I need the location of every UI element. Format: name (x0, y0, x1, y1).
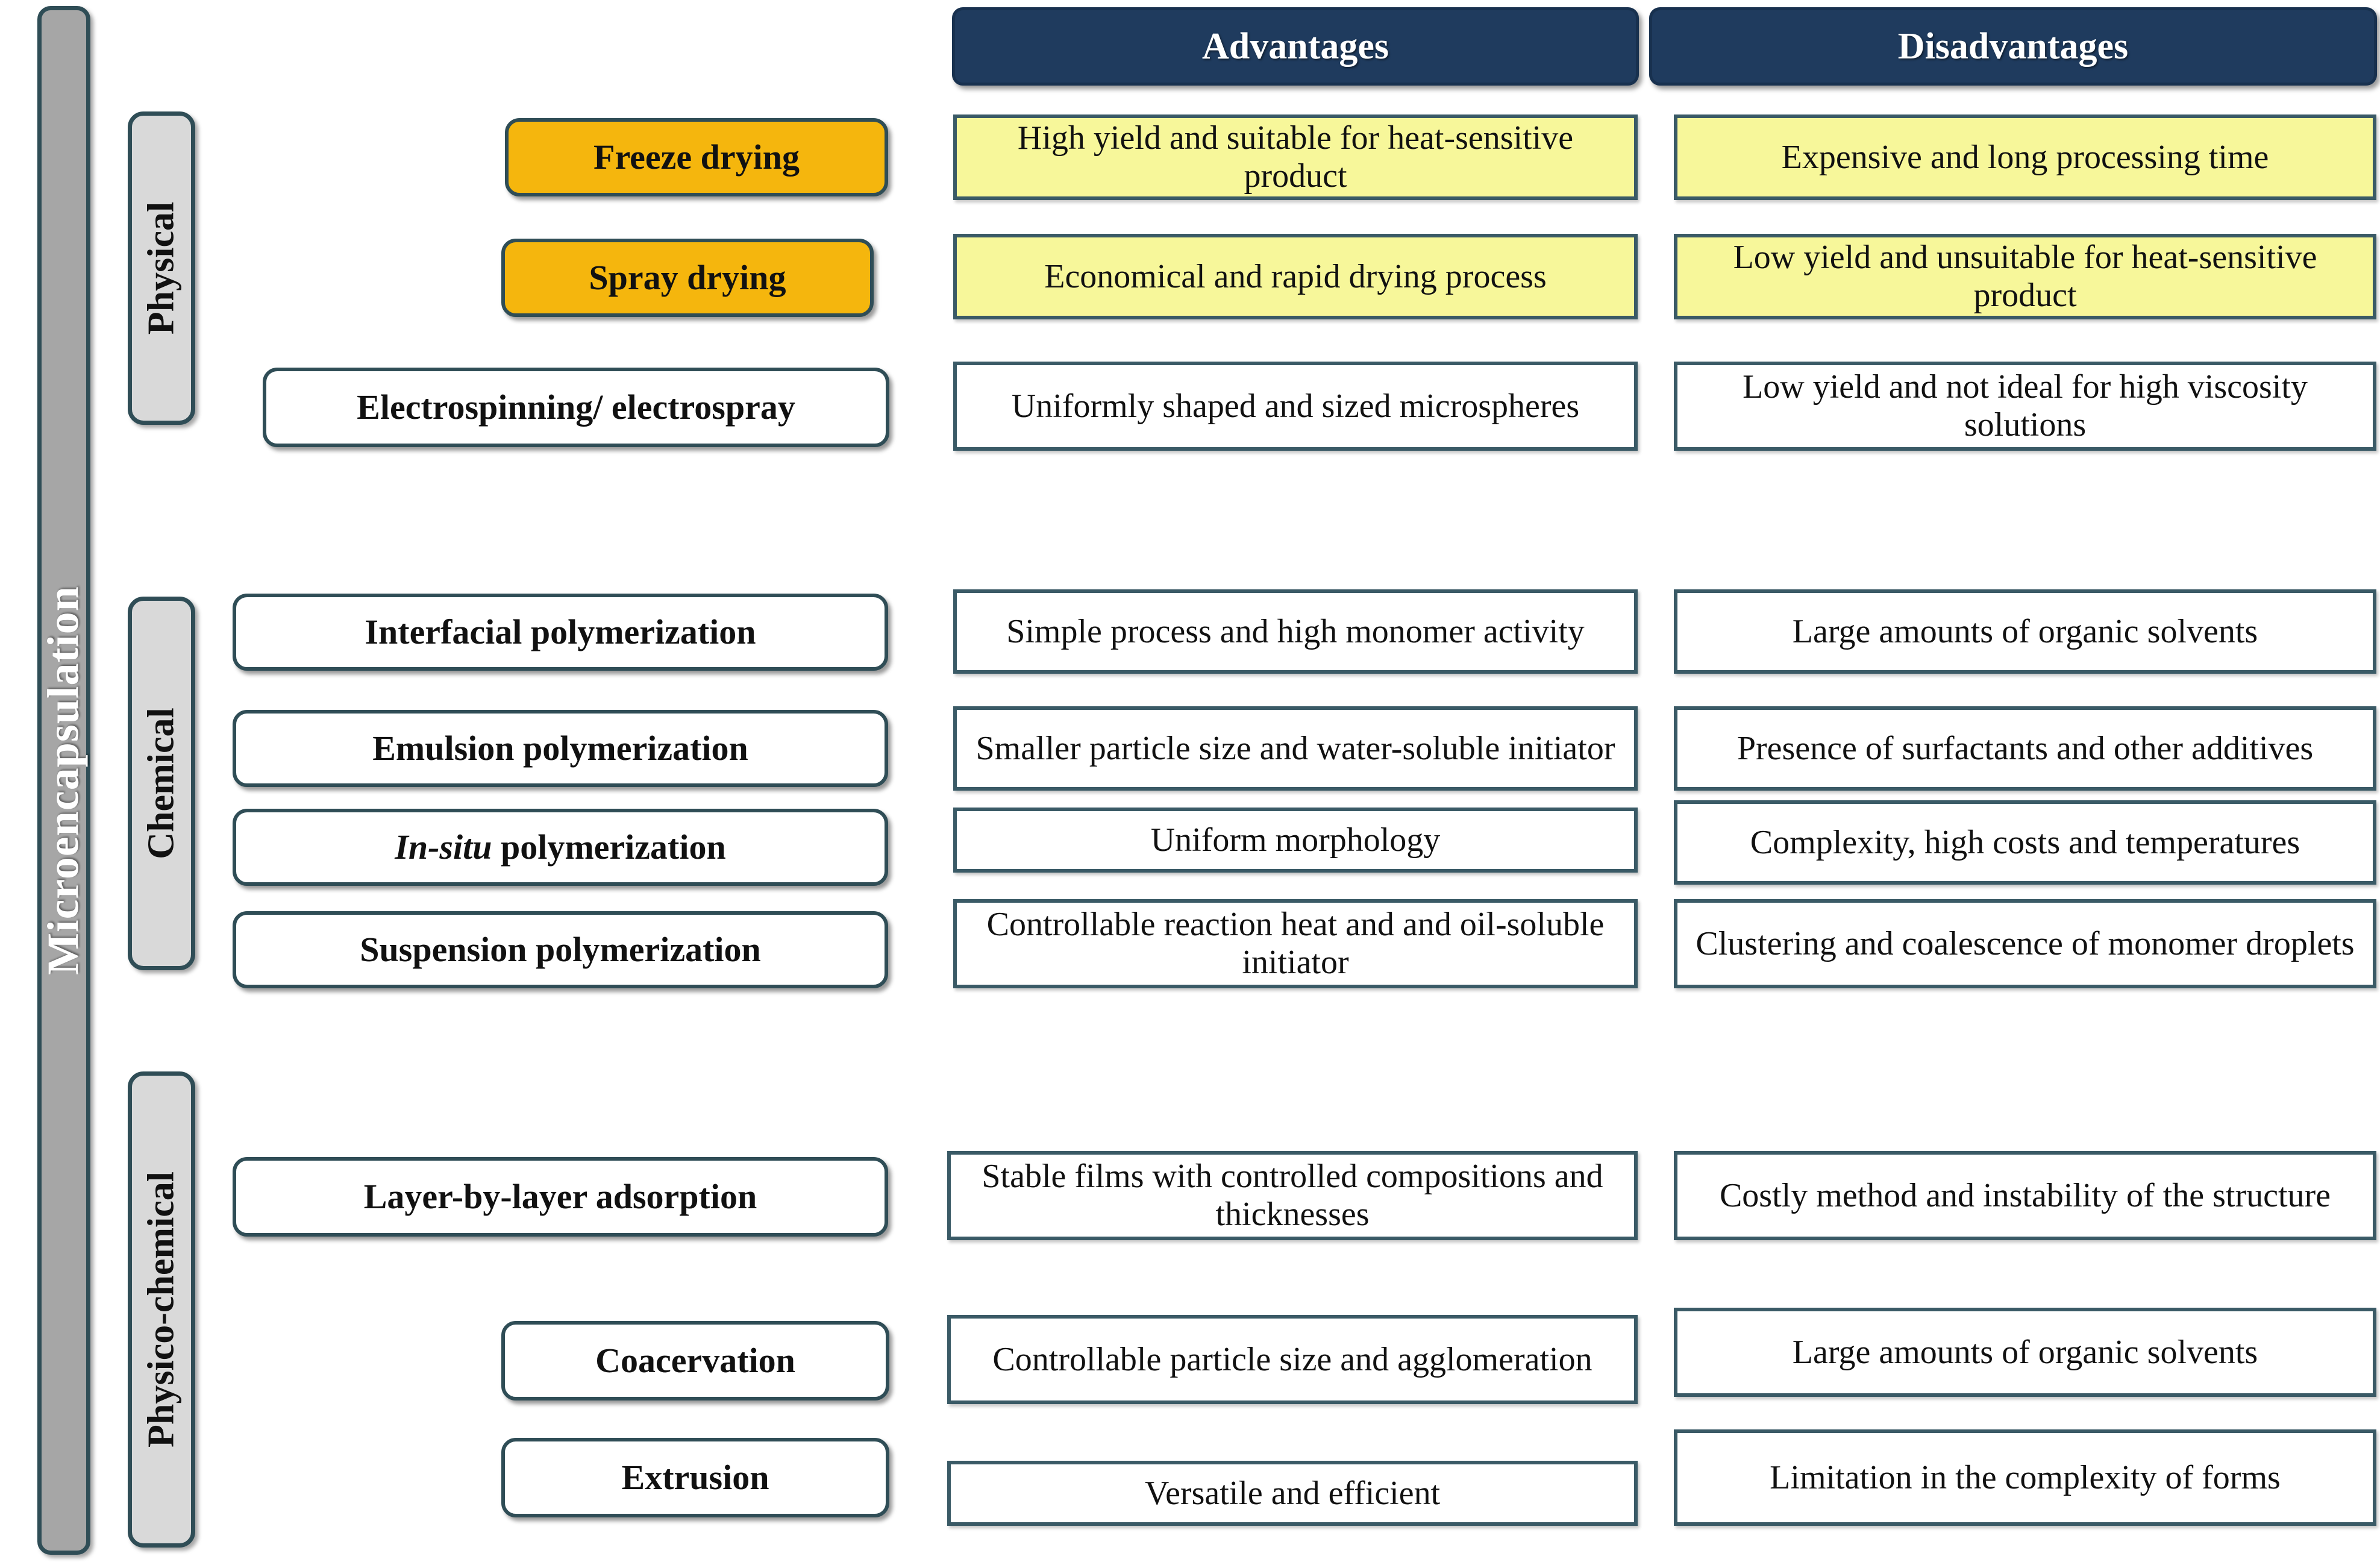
category-pill-physico-chemical: Physico-chemical (128, 1071, 195, 1548)
disadvantage-cell-electrospinning: Low yield and not ideal for high viscosi… (1674, 362, 2376, 451)
category-pill-chemical: Chemical (128, 597, 195, 970)
disadvantage-cell-interfacial-polymerization: Large amounts of organic solvents (1674, 589, 2376, 674)
category-pill-physical: Physical (128, 111, 195, 425)
disadvantage-cell-freeze-drying: Expensive and long processing time (1674, 114, 2376, 200)
method-box-coacervation[interactable]: Coacervation (501, 1321, 889, 1400)
method-label-in-situ-italic: In-situ (395, 827, 492, 867)
advantage-cell-layer-by-layer-adsorption: Stable films with controlled composition… (947, 1151, 1638, 1240)
method-box-emulsion-polymerization[interactable]: Emulsion polymerization (233, 710, 888, 787)
disadvantage-cell-emulsion-polymerization: Presence of surfactants and other additi… (1674, 706, 2376, 791)
disadvantage-cell-in-situ-polymerization: Complexity, high costs and temperatures (1674, 800, 2376, 885)
advantage-cell-coacervation: Controllable particle size and agglomera… (947, 1315, 1638, 1404)
column-header-advantages: Advantages (952, 7, 1639, 86)
category-label-chemical: Chemical (140, 707, 182, 859)
category-label-physico-chemical: Physico-chemical (140, 1171, 182, 1448)
advantage-cell-suspension-polymerization: Controllable reaction heat and and oil-s… (953, 899, 1638, 988)
method-box-layer-by-layer-adsorption[interactable]: Layer-by-layer adsorption (233, 1157, 888, 1237)
category-label-physical: Physical (140, 201, 182, 335)
advantage-cell-emulsion-polymerization: Smaller particle size and water-soluble … (953, 706, 1638, 791)
method-box-interfacial-polymerization[interactable]: Interfacial polymerization (233, 594, 888, 671)
advantage-cell-electrospinning: Uniformly shaped and sized microspheres (953, 362, 1638, 451)
disadvantage-cell-extrusion: Limitation in the complexity of forms (1674, 1429, 2376, 1526)
method-label-in-situ-rest: polymerization (492, 827, 726, 867)
advantage-cell-freeze-drying: High yield and suitable for heat-sensiti… (953, 114, 1638, 200)
column-header-disadvantages: Disadvantages (1649, 7, 2377, 86)
advantage-cell-in-situ-polymerization: Uniform morphology (953, 808, 1638, 873)
advantage-cell-extrusion: Versatile and efficient (947, 1461, 1638, 1526)
method-box-electrospinning[interactable]: Electrospinning/ electrospray (263, 368, 889, 447)
method-box-spray-drying[interactable]: Spray drying (501, 239, 874, 317)
advantage-cell-spray-drying: Economical and rapid drying process (953, 234, 1638, 319)
disadvantage-cell-spray-drying: Low yield and unsuitable for heat-sensit… (1674, 234, 2376, 319)
advantage-cell-interfacial-polymerization: Simple process and high monomer activity (953, 589, 1638, 674)
disadvantage-cell-layer-by-layer-adsorption: Costly method and instability of the str… (1674, 1151, 2376, 1240)
method-box-freeze-drying[interactable]: Freeze drying (505, 118, 888, 196)
method-box-extrusion[interactable]: Extrusion (501, 1438, 889, 1517)
root-label-bar: Microencapsulation (37, 6, 90, 1555)
disadvantage-cell-coacervation: Large amounts of organic solvents (1674, 1308, 2376, 1397)
method-box-in-situ-polymerization[interactable]: In-situ polymerization (233, 809, 888, 886)
root-label-text: Microencapsulation (39, 586, 89, 975)
method-box-suspension-polymerization[interactable]: Suspension polymerization (233, 911, 888, 988)
disadvantage-cell-suspension-polymerization: Clustering and coalescence of monomer dr… (1674, 899, 2376, 988)
